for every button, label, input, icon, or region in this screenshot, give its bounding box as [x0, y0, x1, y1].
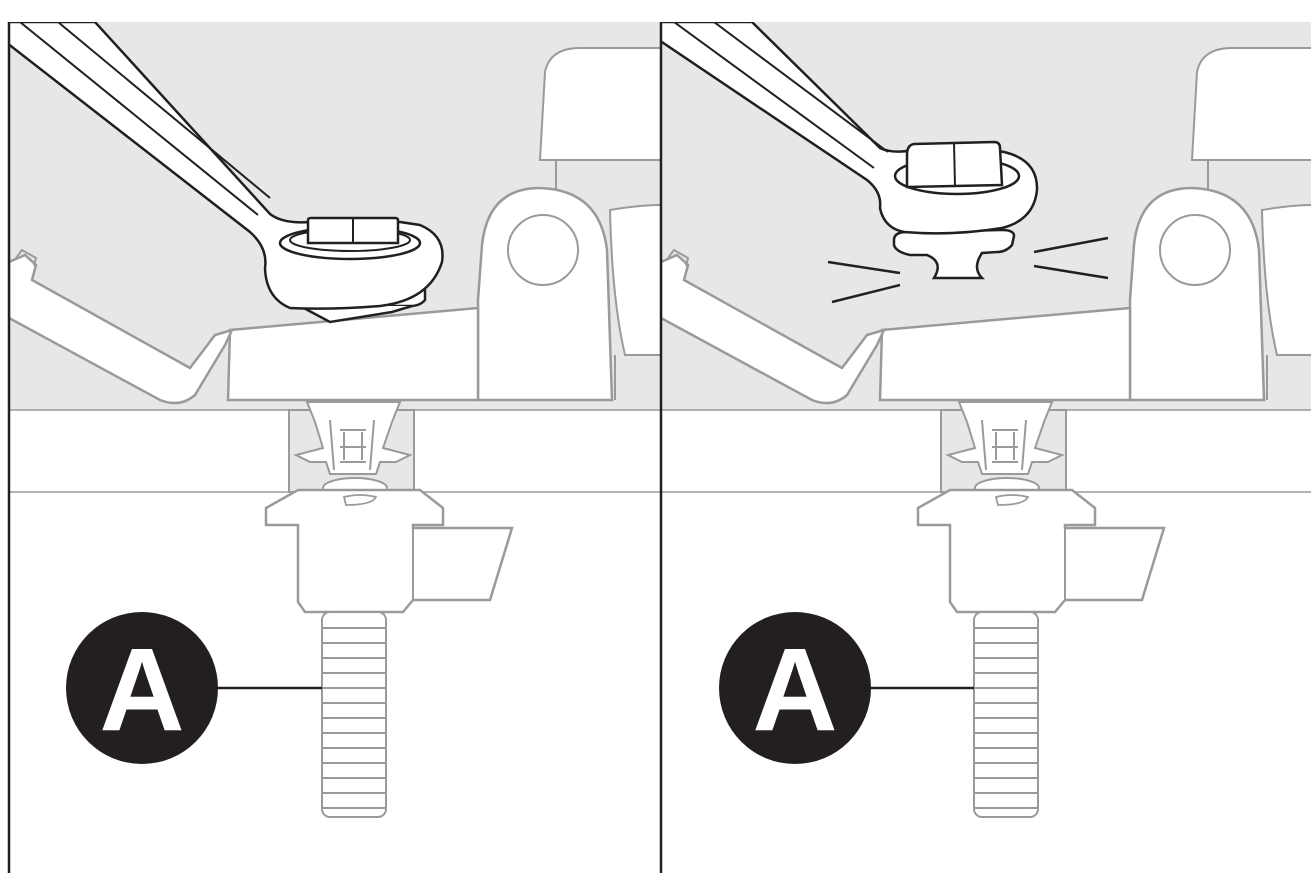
panel-right-snapped: A [662, 22, 1311, 873]
snap-motion-lines [827, 236, 1109, 304]
callout-a: A [719, 612, 974, 764]
callout-circle [719, 612, 871, 764]
snapped-nut [892, 228, 1016, 280]
callout-a: A [66, 612, 322, 764]
wrench [9, 22, 444, 310]
panel-frame [7, 22, 663, 873]
callout-label: A [752, 624, 837, 756]
callout-label: A [99, 624, 184, 756]
panel-left-tightened: A [9, 22, 660, 873]
callout-circle [66, 612, 218, 764]
wrench [662, 22, 1039, 235]
